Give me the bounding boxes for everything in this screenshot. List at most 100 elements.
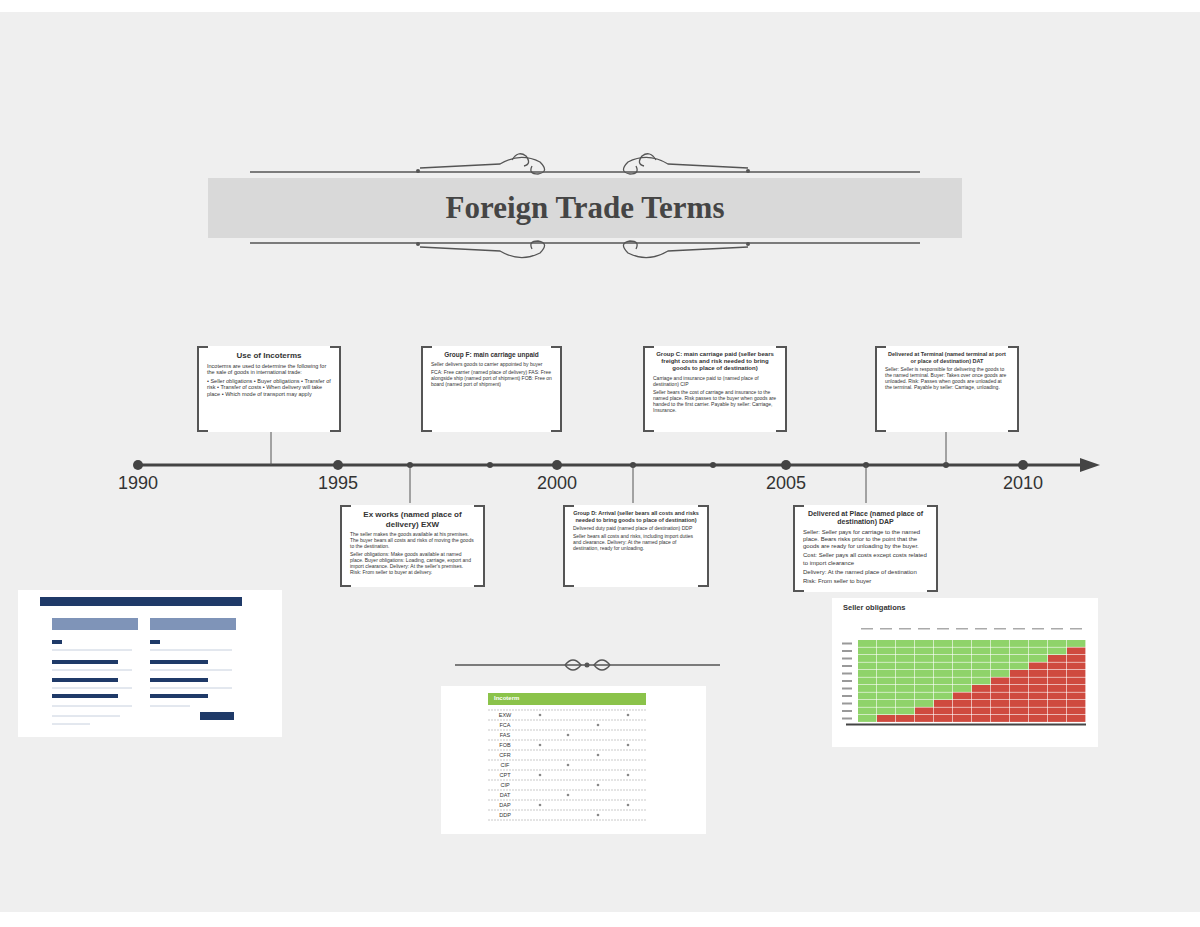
grid-cell: [1010, 640, 1028, 647]
frame-heading: Group C: main carriage paid (seller bear…: [653, 351, 777, 373]
table-rule: [488, 790, 646, 791]
frame-body: Seller: Seller is responsible for delive…: [885, 366, 1009, 390]
grid-cell: [934, 648, 952, 655]
table-mark: [539, 714, 542, 717]
grid-cell: [896, 678, 914, 685]
frame-body: Seller delivers goods to carrier appoint…: [431, 361, 552, 367]
table-mark: [539, 804, 542, 807]
grid-col-mark: [918, 628, 930, 630]
timeline-frame: Ex works (named place of delivery) EXWTh…: [340, 505, 485, 587]
frame-body: Seller bears the cost of carriage and in…: [653, 389, 777, 413]
grid-cell: [915, 700, 933, 707]
grid-cell: [1048, 663, 1066, 670]
grid-cell: [858, 648, 876, 655]
timeline-frame: Use of IncotermsIncoterms are used to de…: [197, 346, 341, 432]
grid-cell: [991, 670, 1009, 677]
grid-cell: [896, 670, 914, 677]
table-rule: [488, 820, 646, 821]
table-row-label: CIP: [500, 782, 509, 788]
grid-cell: [934, 685, 952, 692]
grid-cell: [934, 670, 952, 677]
grid-cell: [934, 715, 952, 722]
grid-cell: [1067, 655, 1085, 662]
grid-cell: [896, 700, 914, 707]
grid-cell: [1067, 693, 1085, 700]
table-mark: [627, 774, 630, 777]
grid-cell: [896, 655, 914, 662]
grid-cell: [858, 655, 876, 662]
grid-cell: [1029, 715, 1047, 722]
grid-cell: [1067, 663, 1085, 670]
grid-row-mark: [842, 665, 852, 667]
grid-cell: [934, 655, 952, 662]
grid-cell: [877, 708, 895, 715]
grid-cell: [1010, 655, 1028, 662]
frame-body: Cost: Seller pays all costs except costs…: [803, 552, 928, 566]
table-row-label: EXW: [499, 712, 512, 718]
frame-body: FCA: Free carrier (named place of delive…: [431, 369, 552, 387]
grid-cell: [972, 655, 990, 662]
table-rule: [488, 710, 646, 711]
table-mark: [597, 784, 600, 787]
grid-cell: [953, 685, 971, 692]
grid-cell: [915, 648, 933, 655]
year-label: 2000: [537, 474, 577, 494]
grid-col-mark: [1013, 628, 1025, 630]
grid-cell: [896, 693, 914, 700]
frame-body: The seller makes the goods available at …: [350, 531, 475, 549]
grid-cell: [877, 640, 895, 647]
table-rule: [488, 800, 646, 801]
grid-cell: [1029, 708, 1047, 715]
grid-cell: [1010, 693, 1028, 700]
table-mark: [597, 814, 600, 817]
table-row-label: FAS: [500, 732, 510, 738]
grid-cell: [877, 655, 895, 662]
grid-cell: [1010, 708, 1028, 715]
grid-cell: [934, 700, 952, 707]
grid-cell: [991, 708, 1009, 715]
table-rule: [488, 720, 646, 721]
grid-cell: [1029, 670, 1047, 677]
year-label: 1990: [118, 474, 158, 494]
table-row-label: FOB: [499, 742, 510, 748]
grid-cell: [1029, 678, 1047, 685]
grid-cell: [972, 700, 990, 707]
grid-cell: [972, 670, 990, 677]
timeline-frame: Group D: Arrival (seller bears all costs…: [563, 505, 709, 587]
grid-cell: [934, 693, 952, 700]
frame-heading: Delivered at Place (named place of desti…: [803, 510, 928, 527]
grid-cell: [1029, 648, 1047, 655]
grid-cell: [858, 693, 876, 700]
table-rule: [488, 780, 646, 781]
grid-cell: [953, 700, 971, 707]
timeline-frame: Group F: main carriage unpaidSeller deli…: [421, 346, 562, 432]
table-rule: [488, 760, 646, 761]
grid-cell: [991, 648, 1009, 655]
table-rule: [488, 740, 646, 741]
table-row-label: DAP: [499, 802, 510, 808]
grid-cell: [858, 685, 876, 692]
grid-cell: [915, 685, 933, 692]
grid-cell: [896, 640, 914, 647]
grid-cell: [1010, 715, 1028, 722]
frame-body: Seller obligations: Make goods available…: [350, 551, 475, 575]
table-mark: [627, 804, 630, 807]
grid-cell: [877, 715, 895, 722]
grid-cell: [1067, 715, 1085, 722]
table-row-label: CFR: [499, 752, 510, 758]
table-mark: [567, 764, 570, 767]
grid-cell: [896, 663, 914, 670]
grid-cell: [858, 678, 876, 685]
grid-cell: [1010, 663, 1028, 670]
grid-cell: [972, 663, 990, 670]
frame-heading: Use of Incoterms: [207, 351, 331, 361]
grid-cell: [953, 708, 971, 715]
frame-body: • Seller obligations • Buyer obligations…: [207, 378, 331, 398]
table-header: Incoterm: [494, 695, 519, 702]
grid-cell: [858, 700, 876, 707]
grid-cell: [991, 640, 1009, 647]
grid-row-heads: [836, 640, 858, 723]
frame-body: Incoterms are used to determine the foll…: [207, 363, 331, 376]
grid-cell: [858, 708, 876, 715]
timeline-frame: Group C: main carriage paid (seller bear…: [643, 346, 787, 432]
